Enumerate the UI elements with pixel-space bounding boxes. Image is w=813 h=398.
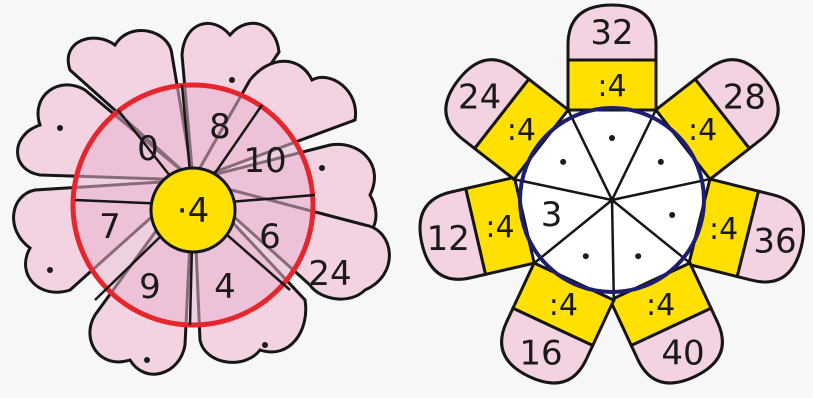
- left-number-0: 0: [137, 129, 159, 169]
- left-number-4: 4: [214, 267, 236, 307]
- left-answer-dot: [319, 165, 325, 171]
- right-operator-label: :4: [646, 288, 675, 323]
- left-center-label: ·4: [177, 191, 209, 231]
- left-number-6: 6: [259, 217, 281, 257]
- right-answer-dot: [669, 212, 675, 218]
- right-tip-number: 16: [519, 333, 562, 373]
- right-tip-number: 32: [590, 13, 633, 53]
- right-answer-dot: [658, 159, 664, 165]
- right-tip-number: 24: [458, 78, 501, 118]
- right-operator-label: :4: [688, 113, 717, 148]
- right-answer-dot: [583, 253, 589, 259]
- right-answer-dot: [609, 135, 615, 141]
- left-answer-dot: [229, 77, 235, 83]
- right-answer-dot: [560, 159, 566, 165]
- left-number-10: 10: [243, 141, 286, 181]
- right-tip-number: 12: [427, 219, 470, 259]
- right-operator-label: :4: [597, 69, 626, 104]
- right-operator-label: :4: [485, 210, 514, 245]
- right-operator-label: :4: [709, 212, 738, 247]
- left-number-8: 8: [209, 107, 231, 147]
- left-flower: ·4 8 10 6 4 9 7 0 24: [14, 23, 390, 374]
- left-number-9: 9: [139, 267, 161, 307]
- left-answer-dot: [144, 357, 150, 363]
- right-tip-number: 40: [661, 333, 704, 373]
- left-number-7: 7: [99, 207, 121, 247]
- left-answer-dot: [262, 342, 268, 348]
- left-answer-dot: [47, 267, 53, 273]
- right-tip-number: 28: [723, 78, 766, 118]
- right-operator-label: :4: [507, 113, 536, 148]
- right-answer-dot: [635, 253, 641, 259]
- right-answer: 3: [541, 195, 563, 235]
- right-tip-number: 36: [753, 222, 796, 262]
- left-answer-dot: [57, 125, 63, 131]
- left-outer-24: 24: [308, 254, 351, 294]
- right-operator-label: :4: [549, 288, 578, 323]
